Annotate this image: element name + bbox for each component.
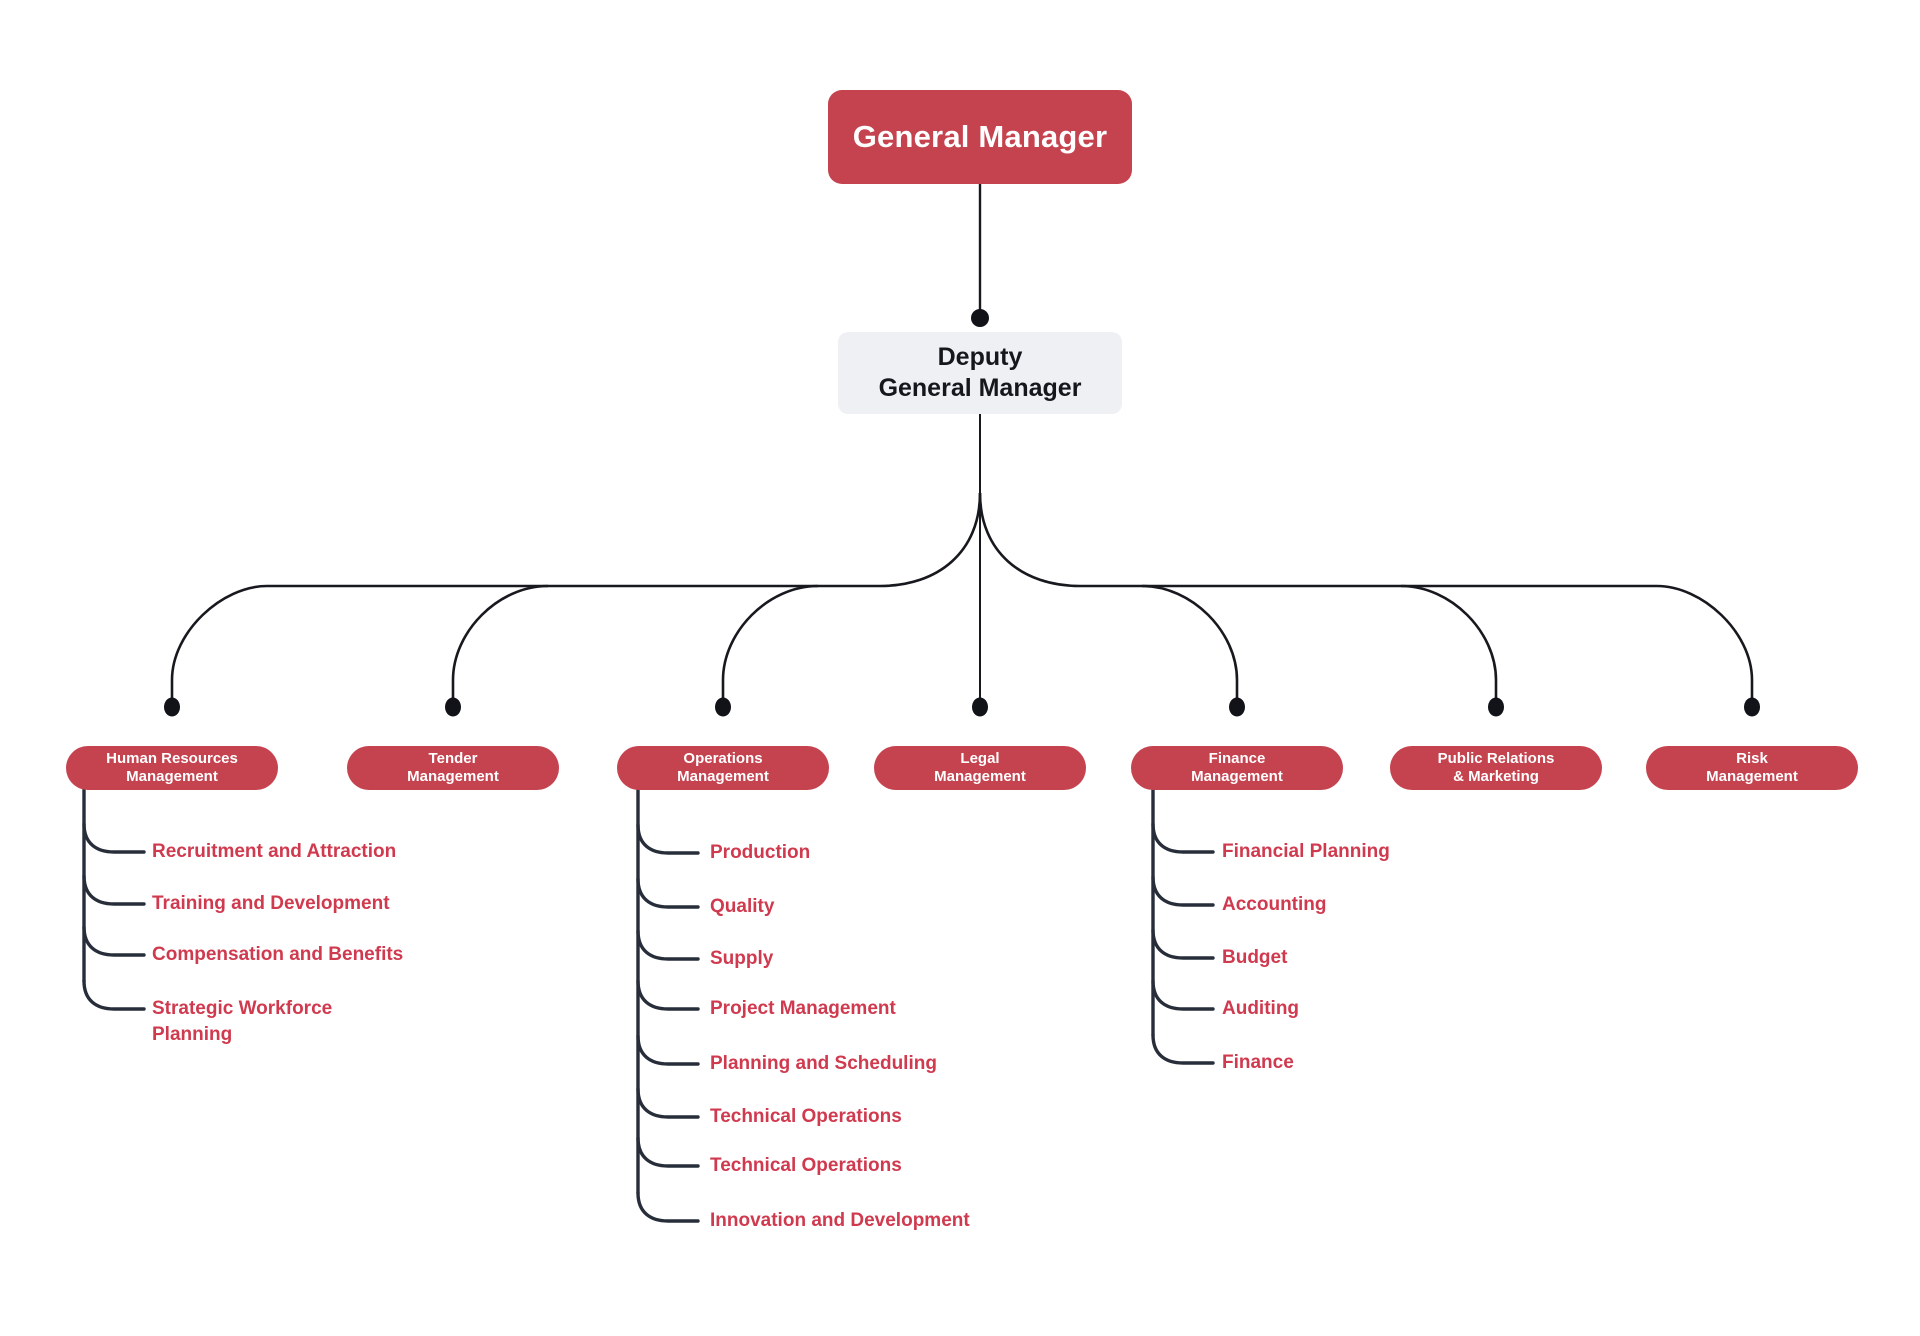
dept-node-operations: Operations Management — [617, 746, 829, 790]
child-item: Financial Planning — [1222, 841, 1390, 862]
dept-node-finance: Finance Management — [1131, 746, 1343, 790]
child-item: Quality — [710, 896, 775, 917]
child-item: Technical Operations — [710, 1155, 902, 1176]
dept-node-legal: Legal Management — [874, 746, 1086, 790]
child-item: Production — [710, 842, 811, 863]
child-item: Training and Development — [152, 893, 390, 914]
connector-dots — [164, 309, 1760, 717]
deputy-link-dot — [971, 309, 989, 327]
hr-children-connectors — [82, 788, 146, 1011]
dept-node-human-resources: Human Resources Management — [66, 746, 278, 790]
top-tree-connectors — [170, 184, 1754, 699]
child-item: Recruitment and Attraction — [152, 841, 397, 862]
child-item: Supply — [710, 948, 774, 969]
finance-children-connectors — [1151, 788, 1215, 1065]
child-item: Strategic Workforce Planning — [152, 998, 333, 1045]
child-item: Planning and Scheduling — [710, 1053, 937, 1074]
child-item: Compensation and Benefits — [152, 944, 404, 965]
child-item: Technical Operations — [710, 1106, 902, 1127]
child-item: Project Management — [710, 998, 896, 1019]
child-item: Auditing — [1222, 998, 1300, 1019]
child-item: Innovation and Development — [710, 1210, 970, 1231]
child-item: Budget — [1222, 947, 1288, 968]
dept-node-risk: Risk Management — [1646, 746, 1858, 790]
dept-node-public-relations: Public Relations & Marketing — [1390, 746, 1602, 790]
operations-children-connectors — [636, 788, 700, 1223]
deputy-general-manager-node: Deputy General Manager — [838, 332, 1122, 414]
general-manager-node: General Manager — [828, 90, 1132, 184]
child-item: Accounting — [1222, 894, 1327, 915]
child-item: Finance — [1222, 1052, 1294, 1073]
dept-node-tender: Tender Management — [347, 746, 559, 790]
